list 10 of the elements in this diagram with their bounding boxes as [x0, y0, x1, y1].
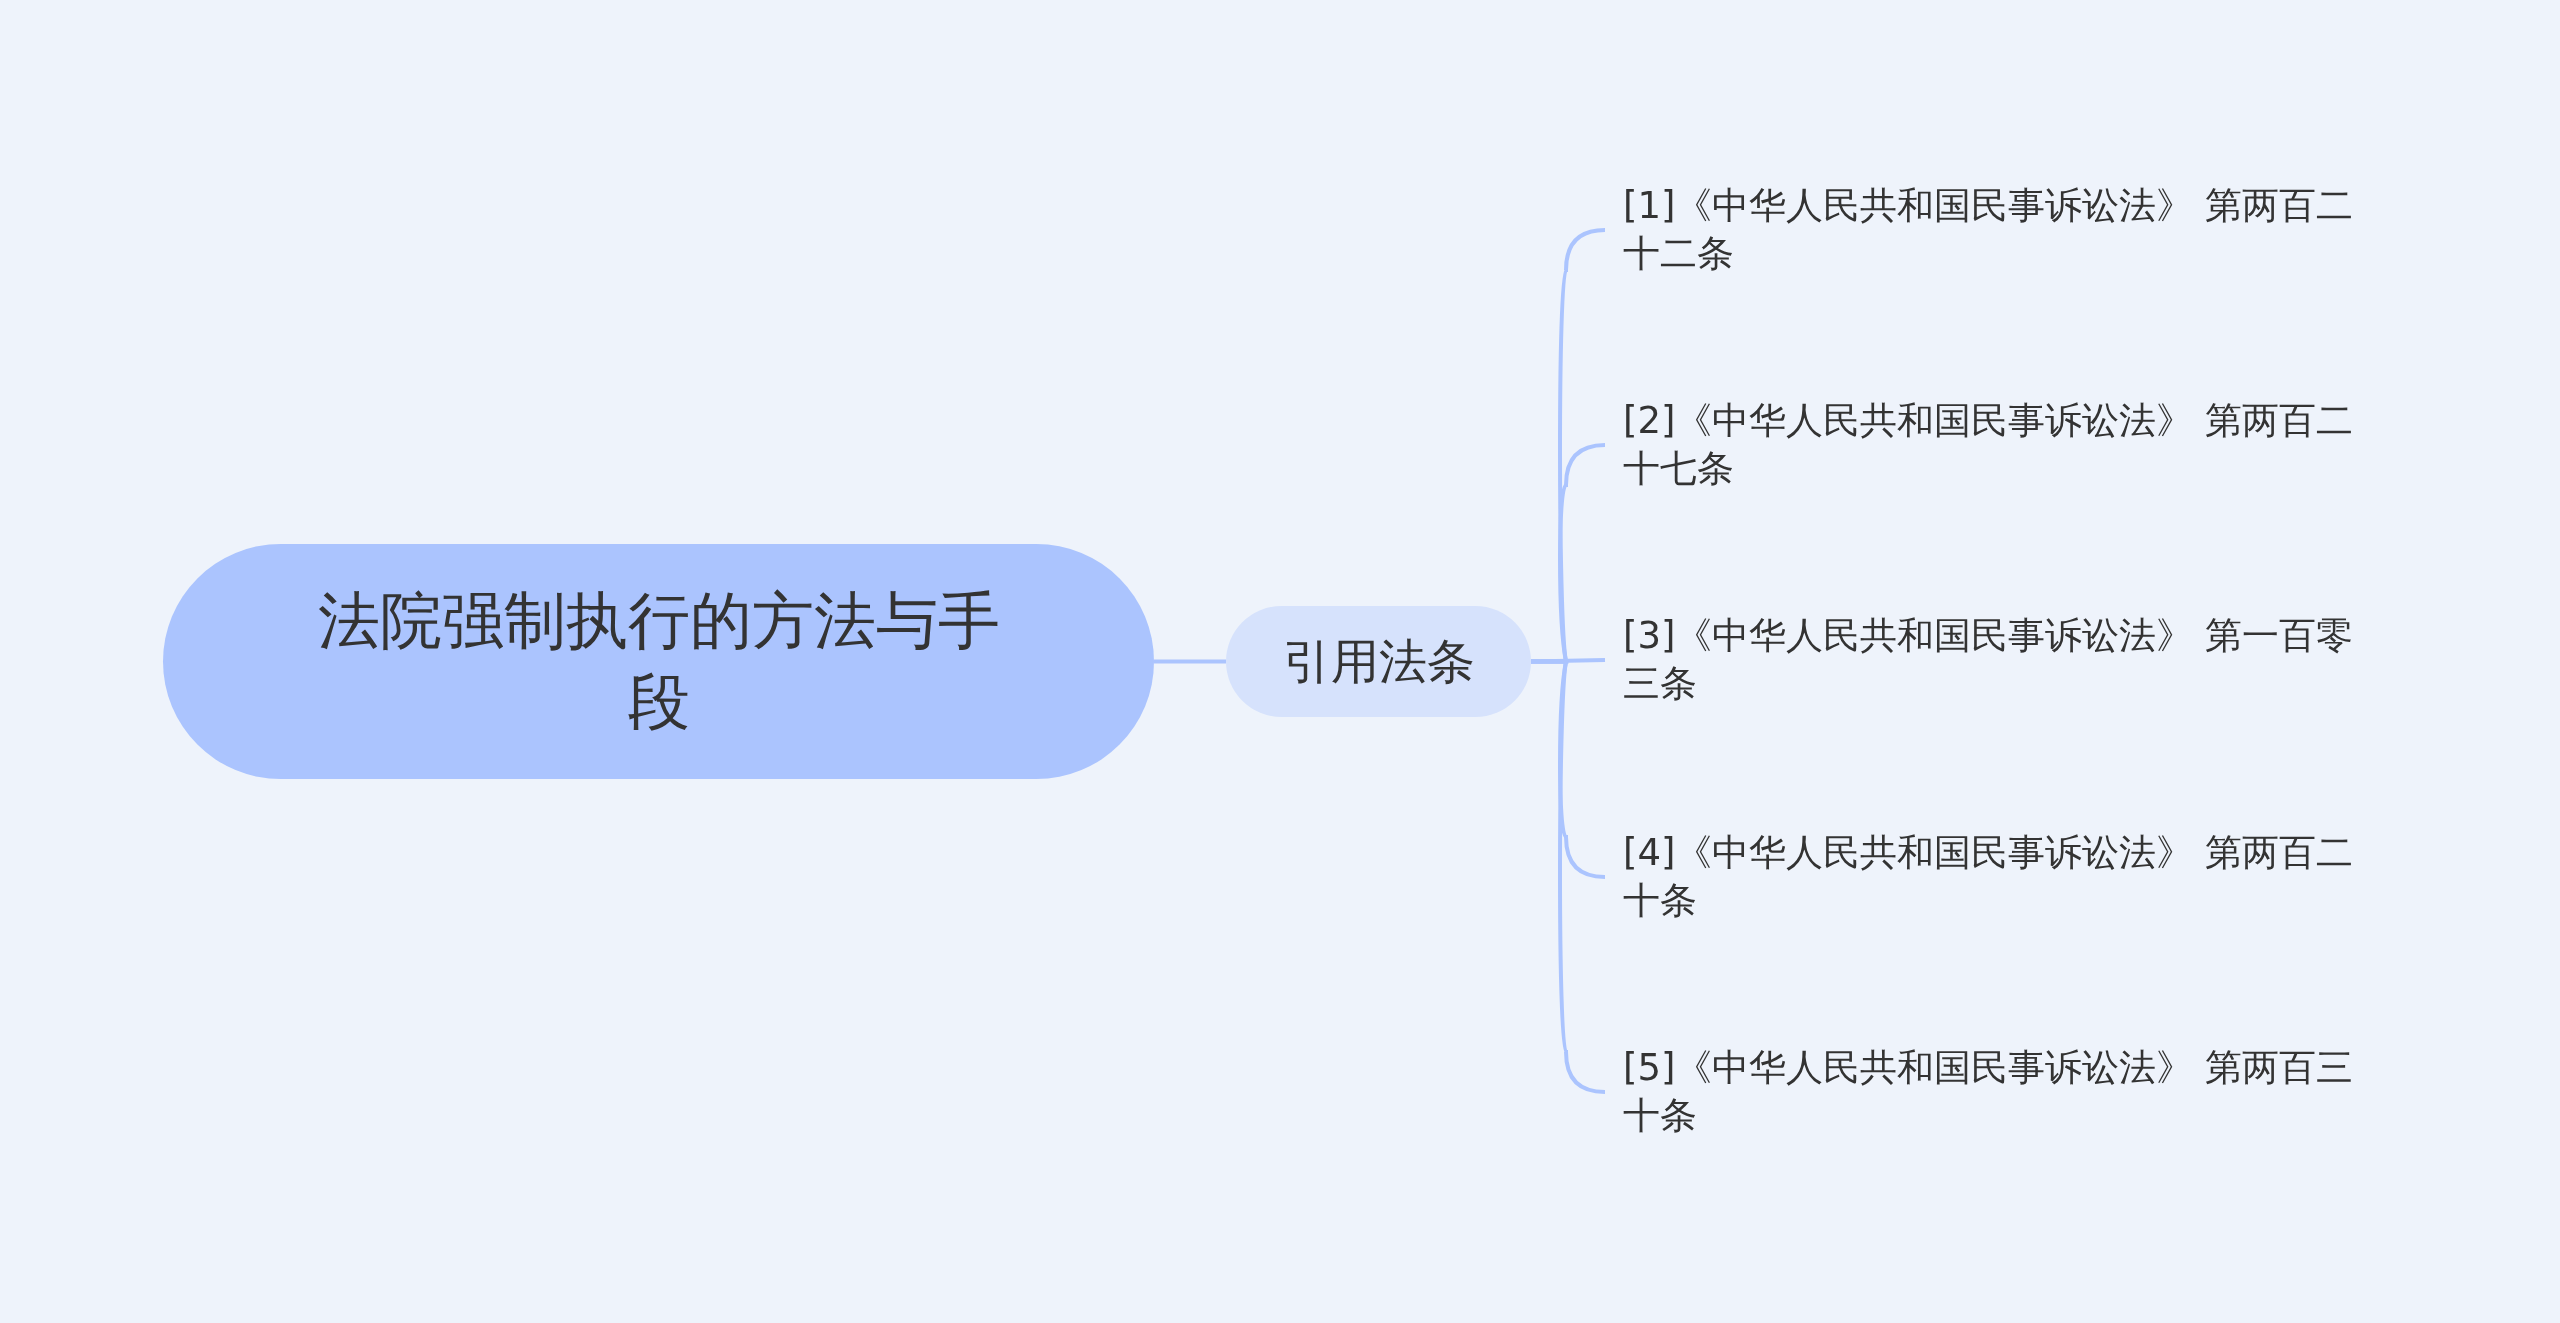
subtopic-text: [2]《中华人民共和国民事诉讼法》 第两百二十七条 — [1605, 390, 2385, 500]
subtopic-text: [4]《中华人民共和国民事诉讼法》 第两百二十条 — [1605, 822, 2385, 932]
central-topic: 法院强制执行的方法与手段 — [163, 544, 1154, 779]
connector-line — [1154, 659, 1226, 664]
connector-line — [1531, 659, 1606, 1094]
connector-line — [1530, 658, 1606, 664]
topic-pill: 引用法条 — [1226, 606, 1531, 717]
subtopic-text: [1]《中华人民共和国民事诉讼法》 第两百二十二条 — [1605, 175, 2385, 285]
subtopic-text: [3]《中华人民共和国民事诉讼法》 第一百零三条 — [1605, 605, 2385, 715]
subtopic-text: [5]《中华人民共和国民事诉讼法》 第两百三十条 — [1605, 1037, 2385, 1147]
